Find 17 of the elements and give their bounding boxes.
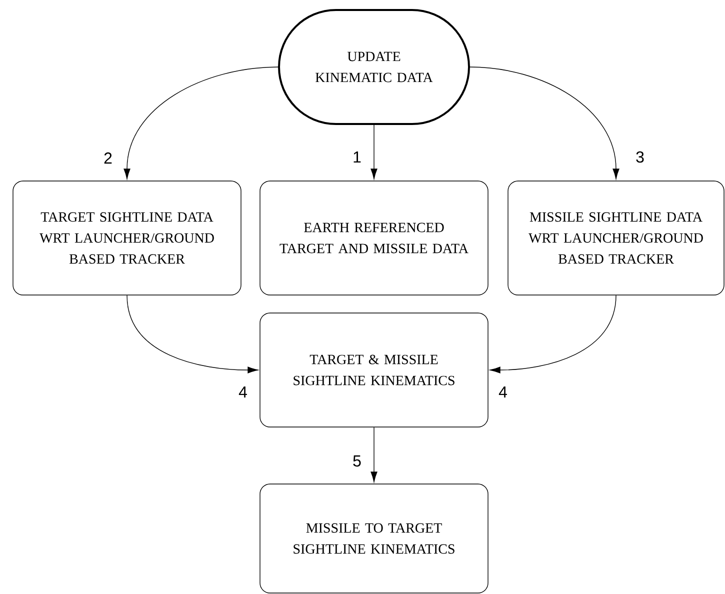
arrow (370, 124, 378, 180)
process-box: MISSILE SIGHTLINE DATA WRT LAUNCHER/GROUND BASED TRACKER (508, 180, 724, 296)
process-box: TARGET SIGHTLINE DATA WRT LAUNCHER/GROUND BASED TRACKER (12, 180, 242, 296)
arrow (124, 66, 278, 180)
arrow (470, 66, 620, 180)
process-box: TARGET & MISSILE SIGHTLINE KINEMATICS (260, 312, 488, 428)
arrow (126, 295, 258, 374)
edge-label: 1 (354, 152, 361, 162)
edge-label: 5 (353, 455, 361, 467)
process-box: EARTH REFERENCED TARGET AND MISSILE DATA (260, 180, 488, 296)
arrow (490, 295, 616, 374)
process-box: MISSILE TO TARGET SIGHTLINE KINEMATICS (260, 484, 488, 594)
edge-label: 2 (104, 152, 112, 164)
arrow (370, 427, 378, 482)
edge-label: 3 (636, 151, 644, 163)
edge-label: 4 (238, 386, 247, 398)
edge-label: 4 (498, 386, 507, 398)
